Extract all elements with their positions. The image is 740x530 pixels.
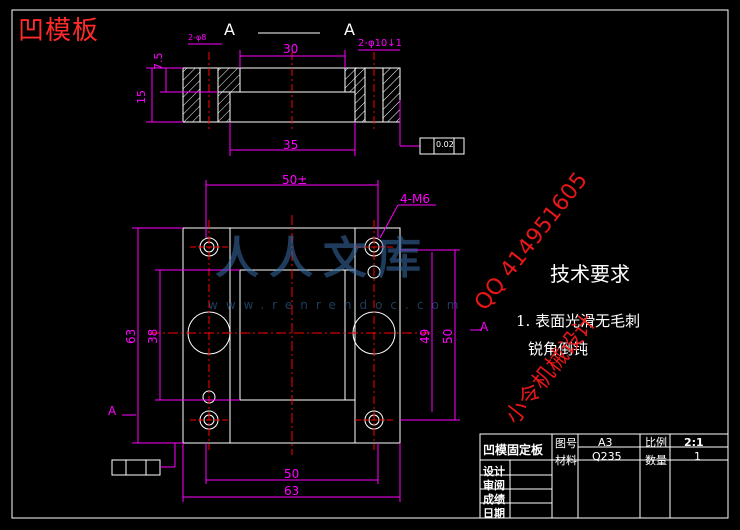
dim-left-15: 15 [135,90,148,104]
dim-plan-49: 49 [418,328,432,344]
tb-qty: 1 [694,450,701,463]
tb-scale: 2:1 [684,436,704,449]
plan-view [111,180,482,502]
tb-drawing-no: 图号 [555,437,577,450]
section-label-right: A [344,20,355,39]
title-block [479,433,729,519]
tb-qty-label: 数量 [645,454,667,467]
dim-left-7-5: 7.5 [152,52,165,71]
section-label-left: A [224,20,235,39]
page-title: 凹模板 [18,16,100,46]
dim-phi-small: 2-φ8 [188,33,207,42]
dim-plan-50-bottom: 50 [284,467,300,481]
section-arrow-right: A [480,320,489,334]
section-view [146,32,465,156]
tb-part-name: 凹模固定板 [483,443,544,457]
drawing-frame [11,9,729,519]
section-arrow-left: A [108,404,117,418]
dim-plan-63-bottom: 63 [284,484,300,498]
dim-top-30: 30 [283,42,299,56]
dim-plan-63-left: 63 [124,328,138,344]
dim-plan-50-top: 50± [282,173,308,187]
dim-plan-4m6: 4-M6 [400,192,430,206]
dim-flatness: 0.02 [436,140,454,149]
dim-plan-38: 38 [146,328,160,344]
tb-material: Q235 [592,450,622,463]
dim-phi10: 2-φ10↓1 [358,38,403,49]
tech-requirement-1: 1. 表面光滑无毛刺 [516,312,641,330]
tb-date: 日期 [483,507,505,520]
tech-requirement-2: 锐角倒钝 [528,340,589,358]
tb-material-label: 材料 [555,454,577,467]
watermark-logo: 人人文库 [215,233,431,284]
tech-requirements-title: 技术要求 [550,262,630,286]
tb-scale-label: 比例 [645,436,667,449]
dim-plan-50-right: 50 [441,328,455,344]
tb-size: A3 [598,436,613,449]
tb-grade: 成绩 [483,493,505,506]
watermark-url: www.renrendoc.com [208,298,467,312]
dim-top-35: 35 [283,138,299,152]
tb-check: 审阅 [483,479,505,492]
tb-design: 设计 [483,465,505,478]
